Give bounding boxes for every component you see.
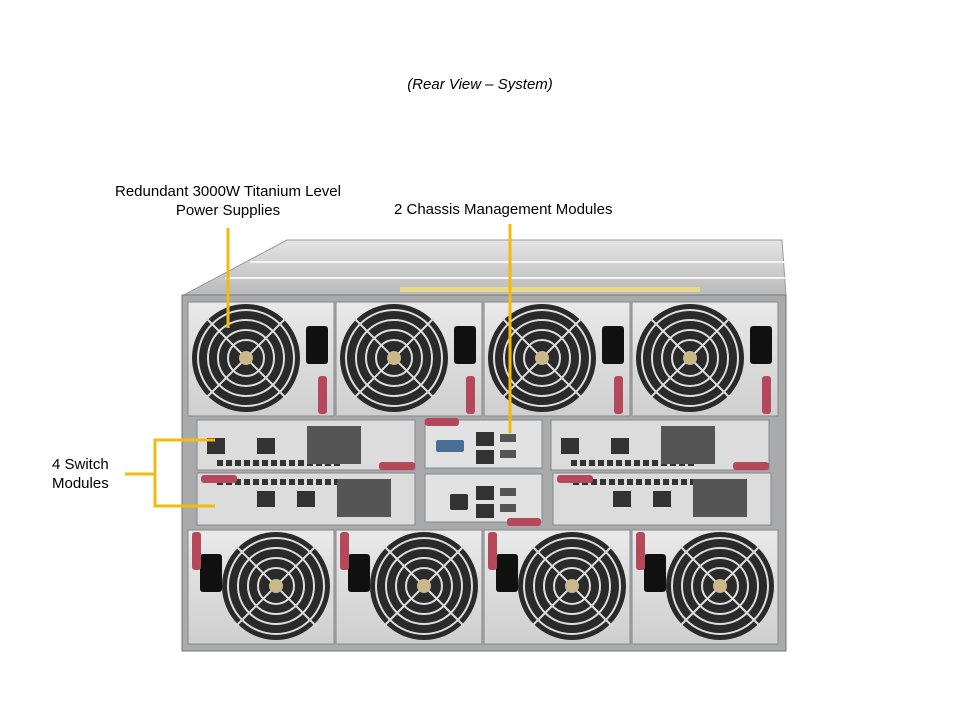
- serial-port-icon: [436, 440, 464, 452]
- power-supplies-label: Redundant 3000W Titanium Level Power Sup…: [100, 182, 356, 220]
- psu-handle: [340, 532, 349, 570]
- switch-module-3: [550, 419, 770, 471]
- psu-handle: [318, 376, 327, 414]
- chassis-management-module-1: [424, 418, 543, 469]
- ethernet-port-icon: [561, 438, 579, 454]
- chassis-management-module-2: [424, 473, 543, 526]
- power-inlet-icon: [454, 326, 476, 364]
- power-inlet-icon: [496, 554, 518, 592]
- power-inlet-icon: [750, 326, 772, 364]
- psu-handle: [614, 376, 623, 414]
- ethernet-port-icon: [207, 438, 225, 454]
- power-supplies-label-line1: Redundant 3000W Titanium Level: [115, 183, 341, 200]
- psu-handle: [636, 532, 645, 570]
- figure-caption: (Rear View – System): [407, 76, 553, 93]
- module-handle: [201, 475, 237, 483]
- psu-handle: [488, 532, 497, 570]
- module-handle: [507, 518, 541, 526]
- chassis-management-label: 2 Chassis Management Modules: [394, 201, 613, 218]
- power-inlet-icon: [602, 326, 624, 364]
- ethernet-port-icon: [653, 491, 671, 507]
- usb-port-icon: [500, 504, 516, 512]
- usb-port-icon: [500, 450, 516, 458]
- ethernet-port-icon: [257, 438, 275, 454]
- power-supply-5: [187, 529, 335, 645]
- ethernet-port-icon: [297, 491, 315, 507]
- power-inlet-icon: [644, 554, 666, 592]
- ethernet-port-icon: [257, 491, 275, 507]
- switch-module-1: [196, 419, 416, 471]
- psu-handle: [466, 376, 475, 414]
- power-inlet-icon: [306, 326, 328, 364]
- switch-module-2: [196, 472, 416, 526]
- power-supply-1: [187, 301, 335, 417]
- switch-modules-label-line2: Modules: [52, 475, 109, 492]
- power-inlet-icon: [200, 554, 222, 592]
- power-supply-2: [335, 301, 483, 417]
- ethernet-port-icon: [611, 438, 629, 454]
- switch-modules-label-line1: 4 Switch: [52, 456, 109, 473]
- power-supply-4: [631, 301, 779, 417]
- switch-module-4: [552, 472, 772, 526]
- module-handle: [379, 462, 415, 470]
- module-handle: [733, 462, 769, 470]
- module-handle: [557, 475, 593, 483]
- power-supply-3: [483, 301, 631, 417]
- psu-handle: [762, 376, 771, 414]
- power-inlet-icon: [348, 554, 370, 592]
- module-handle: [425, 418, 459, 426]
- ethernet-port-icon: [613, 491, 631, 507]
- psu-handle: [192, 532, 201, 570]
- usb-port-icon: [500, 434, 516, 442]
- ethernet-port-icon: [450, 494, 468, 510]
- usb-port-icon: [500, 488, 516, 496]
- switch-modules-label: 4 Switch Modules: [52, 455, 109, 493]
- callout-lines: [125, 224, 512, 508]
- power-supply-6: [335, 529, 483, 645]
- power-supply-7: [483, 529, 631, 645]
- power-supply-8: [631, 529, 779, 645]
- power-supplies-label-line2: Power Supplies: [175, 202, 281, 219]
